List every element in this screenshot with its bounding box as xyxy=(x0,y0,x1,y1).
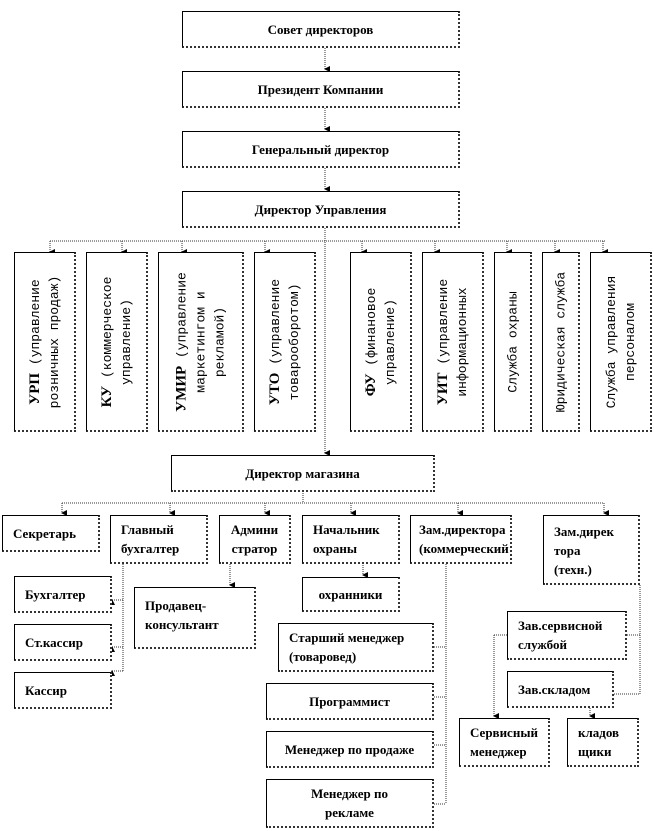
senior-cashier-box[interactable]: Ст.кассир xyxy=(14,624,112,661)
store-director-label: Директор магазина xyxy=(245,465,360,481)
deputy-commercial-label: Зам.директора(коммерческий xyxy=(419,522,509,556)
senior-manager-label: Старший менеджер(товаровед) xyxy=(289,630,405,664)
president-label: Президент Компании xyxy=(257,81,384,97)
accountant-label: Бухгалтер xyxy=(25,586,86,602)
gen-director-box[interactable]: Генеральный директор xyxy=(182,131,460,168)
accountant-box[interactable]: Бухгалтер xyxy=(14,576,112,613)
senior-cashier-label: Ст.кассир xyxy=(25,634,83,650)
gen-director-label: Генеральный директор xyxy=(251,141,390,157)
sales-manager-box[interactable]: Менеджер по продаже xyxy=(266,731,434,768)
guards-box[interactable]: охранники xyxy=(302,577,400,612)
secretary-box[interactable]: Секретарь xyxy=(2,515,100,552)
dept-security-service-label: Служба охраны xyxy=(505,290,520,393)
secretary-label: Секретарь xyxy=(13,525,76,541)
sales-consultant-label: Продавец-консультант xyxy=(145,598,219,632)
cashier-label: Кассир xyxy=(25,682,68,698)
sales-consultant-box[interactable]: Продавец-консультант xyxy=(134,587,256,649)
store-director-box[interactable]: Директор магазина xyxy=(171,455,435,492)
deputy-commercial-box[interactable]: Зам.директора(коммерческий xyxy=(410,515,512,564)
dept-security-service[interactable]: Служба охраны xyxy=(494,252,532,432)
warehouse-head-label: Зав.складом xyxy=(518,681,591,697)
dept-legal-service[interactable]: Юридическая служба xyxy=(542,252,580,432)
programmer-label: Программист xyxy=(309,693,390,709)
mgmt-director-box[interactable]: Директор Управления xyxy=(182,191,460,228)
warehouse-head-box[interactable]: Зав.складом xyxy=(507,671,614,708)
mgmt-director-label: Директор Управления xyxy=(254,201,387,217)
cashier-box[interactable]: Кассир xyxy=(14,672,112,709)
programmer-box[interactable]: Программист xyxy=(266,683,434,720)
senior-manager-box[interactable]: Старший менеджер(товаровед) xyxy=(278,623,434,672)
dept-legal-service-label: Юридическая служба xyxy=(553,271,568,412)
board-label: Совет директоров xyxy=(267,21,374,37)
board-box[interactable]: Совет директоров xyxy=(182,11,460,48)
president-box[interactable]: Президент Компании xyxy=(182,71,460,108)
guards-label: охранники xyxy=(318,586,383,602)
sales-manager-label: Менеджер по продаже xyxy=(284,741,415,757)
